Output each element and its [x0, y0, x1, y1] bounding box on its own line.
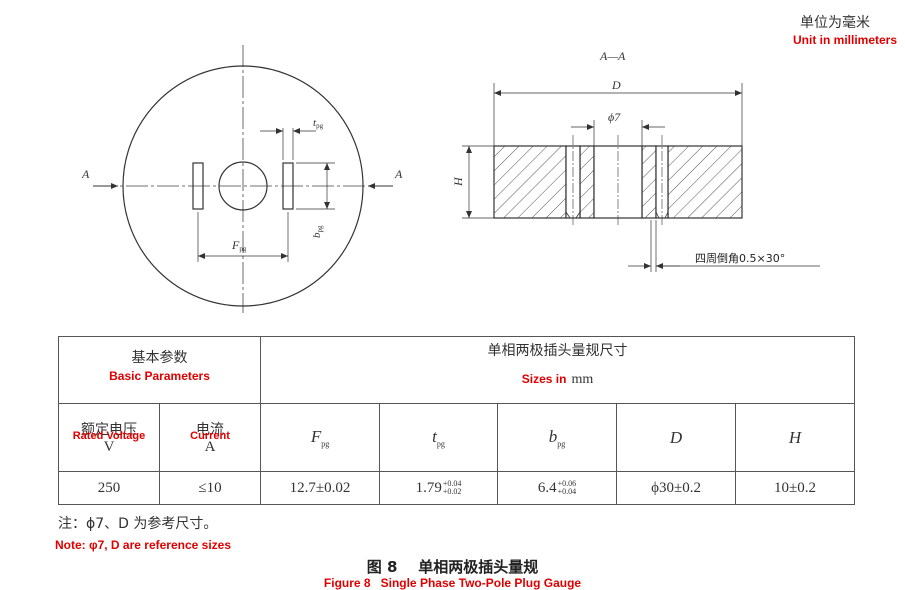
D-value: ϕ30±0.2: [616, 471, 737, 505]
voltage-value: 250: [58, 471, 160, 505]
dim-phi7-label: ϕ7: [608, 110, 621, 124]
basic-params-header: 基本参数 Basic Parameters: [57, 336, 262, 404]
t-value: 1.79+0.04+0.02: [379, 471, 499, 505]
spec-table: 基本参数 Basic Parameters 单相两极插头量规尺寸 Sizes i…: [57, 336, 856, 505]
note-cn: 注：ϕ7、D 为参考尺寸。: [58, 516, 218, 532]
F-value: 12.7±0.02: [260, 471, 381, 505]
dim-D-label: D: [611, 78, 621, 92]
rated-voltage-header: 额定电压 V Rated Voltage: [58, 403, 160, 472]
top-view: [93, 45, 393, 313]
col-t-header: tpg: [379, 403, 499, 472]
col-H-header: H: [735, 403, 856, 472]
section-title: A—A: [599, 49, 626, 63]
H-value: 10±0.2: [735, 471, 856, 505]
dim-t-label: tpg: [313, 117, 324, 130]
sizes-header: 单相两极插头量规尺寸 Sizes in mm: [260, 336, 856, 404]
col-D-header: D: [616, 403, 737, 472]
current-header: 电流 A Current: [158, 403, 262, 472]
note-en: Note: φ7, D are reference sizes: [55, 538, 231, 552]
disk-outline: [122, 65, 364, 307]
section-mark-right: A: [394, 167, 403, 181]
current-value: ≤10: [158, 471, 262, 505]
dim-F-label: Fpg: [231, 238, 247, 253]
left-slot: [192, 162, 204, 210]
unit-label-cn: 单位为毫米: [800, 15, 870, 31]
figure-caption-en: Figure 8 Single Phase Two-Pole Plug Gaug…: [323, 576, 582, 590]
unit-label-en: Unit in millimeters: [793, 33, 898, 47]
dim-b-label: bpg: [311, 225, 324, 238]
plug-gauge-drawing: A A tpg bpg Fpg A—A: [81, 45, 820, 313]
right-slot: [282, 162, 294, 210]
section-view: [462, 83, 820, 272]
figure-caption-cn: 图 8 单相两极插头量规: [366, 558, 539, 576]
col-F-header: Fpg: [260, 403, 381, 472]
chamfer-note: 四周倒角0.5×30°: [695, 252, 785, 265]
dim-H-label: H: [451, 176, 465, 187]
col-b-header: bpg: [497, 403, 618, 472]
center-hole: [218, 161, 268, 211]
b-value: 6.4+0.06+0.04: [497, 471, 618, 505]
section-mark-left: A: [81, 167, 90, 181]
